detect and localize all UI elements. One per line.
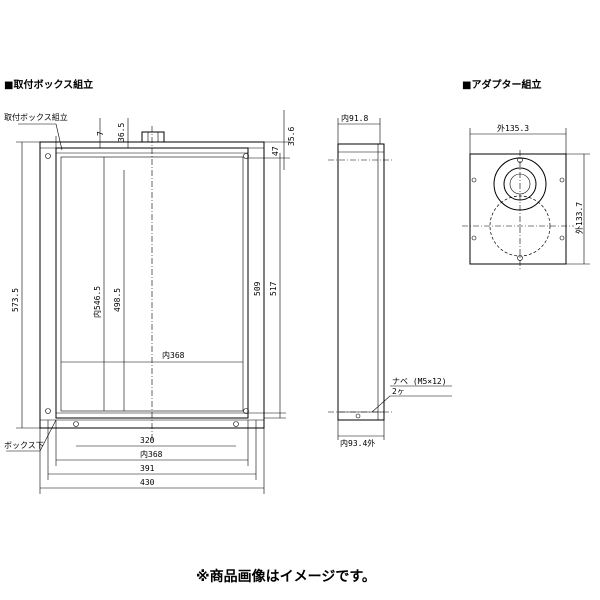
box-bottom-label: ボックス下 — [4, 441, 44, 450]
screw-label: ナベ (M5×12) — [392, 377, 447, 386]
screw-qty-label: 2ヶ — [392, 387, 405, 396]
dim-inner-368: 内368 — [162, 350, 185, 360]
adapter-plate — [469, 153, 567, 265]
dim-135-3: 外135.3 — [497, 123, 529, 133]
adapter-assembly-title: ■アダプター組立 — [462, 80, 542, 91]
dim-35-6: 35.6 — [287, 127, 296, 146]
mount-hole — [45, 153, 51, 159]
box-assembly-label: 取付ボックス組立 — [4, 112, 68, 122]
mount-hole — [45, 408, 51, 414]
adapter-view: 外135.3 外133.7 — [462, 123, 590, 270]
dim-7: 7 — [96, 131, 105, 136]
frame-assembly-title: ■取付ボックス組立 — [4, 80, 94, 91]
side-box — [337, 143, 385, 421]
screw-head — [355, 413, 361, 419]
dim-509: 509 — [253, 281, 262, 296]
image-disclaimer: ※商品画像はイメージです。 — [196, 569, 376, 585]
dim-546-5: 内546.5 — [92, 286, 102, 318]
dim-430: 430 — [140, 478, 155, 487]
dim-320: 320 — [140, 436, 155, 445]
adapter-hole — [471, 177, 477, 183]
dim-91-8: 内91.8 — [341, 113, 368, 123]
adapter-hole — [517, 255, 523, 261]
dim-36-5: 36.5 — [117, 123, 126, 142]
dim-517: 517 — [269, 281, 278, 296]
dim-498-5: 498.5 — [113, 288, 122, 312]
top-adapter-nub — [141, 131, 165, 143]
dim-368-bottom: 内368 — [140, 449, 163, 459]
dim-47: 47 — [271, 146, 280, 156]
mount-hole — [243, 153, 249, 159]
adapter-hole — [471, 235, 477, 241]
adapter-hole — [517, 157, 523, 163]
adapter-hole — [559, 177, 565, 183]
dim-391: 391 — [140, 464, 155, 473]
front-view: 7 36.5 35.6 47 573.5 内546.5 498.5 509 51… — [4, 110, 296, 494]
dim-133-7: 外133.7 — [574, 202, 584, 234]
side-view: 内91.8 内93.4外 ナベ (M5×12) 2ヶ — [328, 113, 452, 448]
mount-hole — [233, 421, 239, 427]
dim-93-4: 内93.4外 — [340, 438, 375, 448]
adapter-hole — [559, 235, 565, 241]
mount-hole — [73, 421, 79, 427]
dim-573-5: 573.5 — [11, 288, 20, 312]
mount-hole — [243, 408, 249, 414]
